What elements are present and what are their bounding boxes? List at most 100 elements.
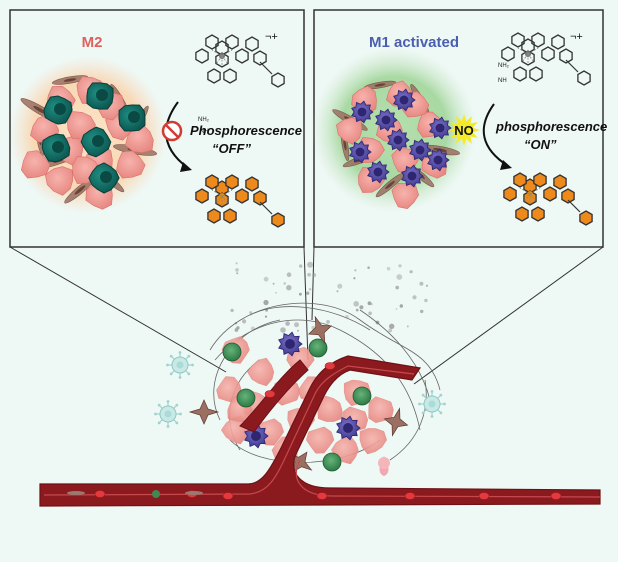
particle xyxy=(353,301,360,307)
endothelial-cell xyxy=(67,491,85,495)
particle xyxy=(236,272,239,275)
particle xyxy=(386,266,391,271)
ring xyxy=(531,206,545,222)
scattered-particles xyxy=(230,261,429,333)
ring xyxy=(511,32,525,48)
stellate-cell xyxy=(307,315,333,345)
ring xyxy=(541,46,555,62)
particle xyxy=(283,282,286,285)
charge-label-right: ¬+ xyxy=(570,31,583,43)
fiber xyxy=(249,306,371,331)
viral-particles xyxy=(154,351,446,428)
tumor-cell xyxy=(20,150,51,179)
tumor-cell xyxy=(116,150,146,179)
particle xyxy=(353,277,356,280)
viral-particle xyxy=(418,390,446,418)
particle xyxy=(336,290,339,293)
immune-cell xyxy=(236,388,256,408)
particle xyxy=(280,327,286,333)
particle xyxy=(235,268,239,272)
particle xyxy=(264,315,268,318)
ring xyxy=(223,68,237,84)
red-blood-cell xyxy=(478,492,490,500)
particle xyxy=(230,308,234,313)
ring xyxy=(513,172,527,188)
ring xyxy=(225,34,239,50)
particle xyxy=(299,264,303,268)
particle xyxy=(354,269,357,272)
particle xyxy=(249,311,253,315)
ring xyxy=(271,212,285,228)
state-value-right: “ON” xyxy=(524,137,557,152)
particle xyxy=(367,266,370,270)
particle xyxy=(396,274,403,280)
state-label-left: Phosphorescence xyxy=(190,123,302,138)
particle xyxy=(294,322,299,328)
particle xyxy=(406,325,409,328)
tumor-cell xyxy=(359,428,387,455)
fibroblast-cell xyxy=(363,80,397,90)
immune-cell xyxy=(308,338,328,358)
immune-cell xyxy=(322,452,342,472)
particle xyxy=(368,311,372,316)
ring xyxy=(195,48,209,64)
panel-m2-title: M2 xyxy=(82,34,103,51)
particle xyxy=(399,304,403,308)
particle xyxy=(286,285,292,291)
red-blood-cell xyxy=(404,492,416,500)
tumor-cell-mass xyxy=(188,315,409,476)
particle xyxy=(263,276,269,282)
molecule-ligand-amine xyxy=(195,34,285,88)
arrow-head-icon-right xyxy=(500,160,512,170)
ring xyxy=(195,188,209,204)
red-blood-cell xyxy=(94,490,106,498)
molecule-triazole-product xyxy=(195,174,285,228)
ring xyxy=(533,172,547,188)
m1-cell-cluster xyxy=(312,48,476,212)
particle xyxy=(299,292,302,296)
particle xyxy=(420,309,424,314)
particle xyxy=(355,308,359,312)
state-label-right: phosphorescence xyxy=(495,119,607,134)
ring xyxy=(205,174,219,190)
stellate-cell xyxy=(383,407,409,437)
tumor-cell xyxy=(306,426,335,454)
ring xyxy=(501,46,515,62)
tumor-microenvironment xyxy=(39,261,601,507)
particle xyxy=(359,305,364,310)
viral-particle xyxy=(154,400,182,428)
ring xyxy=(245,176,259,192)
panel-m2: M2 NH₂ NH ¬+ Phosphorescence “OFF” xyxy=(9,9,305,248)
ring xyxy=(207,208,221,224)
charge-label-left: ¬+ xyxy=(265,31,278,43)
red-blood-cell xyxy=(550,492,562,500)
fiber xyxy=(213,319,281,421)
particle xyxy=(308,288,312,291)
particle xyxy=(286,272,292,278)
particle xyxy=(285,321,290,326)
particle xyxy=(337,283,343,289)
particle xyxy=(425,284,429,287)
curved-arrow-icon-right xyxy=(482,103,509,167)
ring xyxy=(531,32,545,48)
red-blood-cell xyxy=(264,390,276,398)
arrow-head-icon xyxy=(180,162,192,172)
viral-particle xyxy=(166,351,194,379)
particle xyxy=(306,291,310,295)
fiber xyxy=(359,309,431,401)
particle xyxy=(307,261,314,268)
red-blood-cell xyxy=(316,492,328,500)
ring xyxy=(513,66,527,82)
ring xyxy=(235,188,249,204)
ring xyxy=(253,190,267,206)
particle xyxy=(263,299,269,306)
ring xyxy=(551,34,565,50)
m2-cell-cluster xyxy=(10,57,166,213)
particle xyxy=(235,262,238,265)
ring xyxy=(235,48,249,64)
no-trigger-label: NO xyxy=(454,123,474,138)
no-entry-icon xyxy=(161,120,183,142)
ring xyxy=(271,72,285,88)
particle xyxy=(388,328,393,333)
